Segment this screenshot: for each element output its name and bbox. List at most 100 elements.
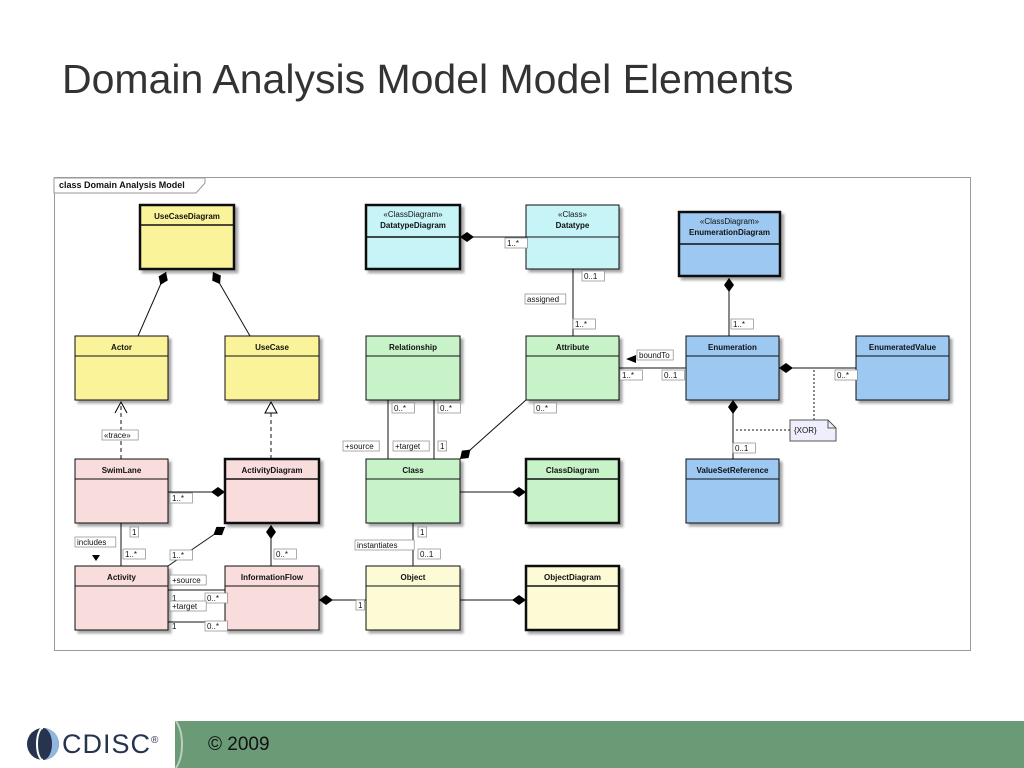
class-box <box>855 335 950 401</box>
label-end-mult: 0..1 <box>661 369 685 381</box>
class-class: Class <box>365 458 461 524</box>
label-text: 0..1 <box>420 550 434 559</box>
label-box <box>169 492 193 504</box>
class-name: EnumeratedValue <box>869 343 937 352</box>
line-activitydiagram-swimlane-diamond <box>211 487 225 497</box>
label-end-mult: 0..* <box>204 620 228 632</box>
label-label: assigned <box>524 293 567 305</box>
class-name: Relationship <box>389 343 437 352</box>
xor-note: {XOR} <box>789 419 837 442</box>
line-datatypediagram-datatype-diamond <box>460 232 474 242</box>
label-box <box>524 293 567 305</box>
label-text: 1 <box>172 594 177 603</box>
class-usecase: UseCase <box>224 335 320 401</box>
class-stereotype: «ClassDiagram» <box>700 217 760 226</box>
class-name: EnumerationDiagram <box>689 228 770 237</box>
label-box <box>204 592 228 604</box>
label-box <box>504 237 528 249</box>
class-name: Enumeration <box>708 343 757 352</box>
line-class-attribute-diamond <box>460 449 471 459</box>
class-name: DatatypeDiagram <box>380 221 446 230</box>
class-name: Object <box>401 573 426 582</box>
class-box <box>525 335 620 401</box>
line-classdiagram-class-diamond <box>512 487 526 497</box>
label-text: 1..* <box>125 550 137 559</box>
label-text: 1 <box>172 622 177 631</box>
class-box <box>524 564 621 632</box>
class-box <box>138 203 236 271</box>
line-enumeration-enumeratedvalue-diamond <box>779 363 793 373</box>
label-text: 0..* <box>207 594 219 603</box>
label-box <box>392 440 430 452</box>
class-name: Attribute <box>556 343 590 352</box>
label-end-mult: 1..* <box>169 549 193 561</box>
label-text: instantiates <box>357 541 397 550</box>
label-end-mult: 0..* <box>533 402 557 414</box>
label-box <box>122 548 146 560</box>
label-box <box>101 429 139 441</box>
class-box <box>685 335 780 401</box>
class-activitydiagram: ActivityDiagram <box>223 457 321 525</box>
label-text: 0..* <box>440 404 452 413</box>
class-name: ObjectDiagram <box>544 573 601 582</box>
label-text: 1 <box>440 442 445 451</box>
class-name: Class <box>402 466 424 475</box>
includes-direction-arrow <box>92 555 100 561</box>
class-datatype: «Class»Datatype <box>525 204 620 270</box>
label-start-mult: 1..* <box>619 369 643 381</box>
class-box <box>365 458 461 524</box>
line-object-informationflow-diamond <box>319 595 333 605</box>
class-name: SwimLane <box>102 466 142 475</box>
label-box <box>354 539 415 551</box>
class-informationflow: InformationFlow <box>224 565 320 631</box>
class-box <box>365 565 461 631</box>
class-stereotype: «ClassDiagram» <box>383 210 443 219</box>
line-enumeration-valuesetreference-diamond <box>728 400 738 414</box>
label-end-mult: 1..* <box>169 492 193 504</box>
label-end-mult: 0..* <box>834 369 858 381</box>
label-end-mult: 1..* <box>730 318 754 330</box>
label-box <box>834 369 858 381</box>
label-label: instantiates <box>354 539 415 551</box>
label-end-mult: 1 <box>355 599 365 611</box>
label-text: 0..* <box>207 622 219 631</box>
label-text: assigned <box>527 295 559 304</box>
label-text: 0..* <box>394 404 406 413</box>
label-end-mult: 1 <box>437 440 447 452</box>
class-box <box>224 565 320 631</box>
class-box <box>524 457 621 525</box>
label-text: 0..* <box>837 371 849 380</box>
label-text: 1..* <box>172 551 184 560</box>
label-end-mult: 1..* <box>572 318 596 330</box>
label-text: 1 <box>132 528 137 537</box>
class-usecasediagram: UseCaseDiagram <box>138 203 236 271</box>
label-text: boundTo <box>639 351 670 360</box>
class-activity: Activity <box>74 565 169 631</box>
class-name: Activity <box>107 573 136 582</box>
class-datatypediagram: «ClassDiagram» DatatypeDiagram <box>364 203 462 271</box>
label-box <box>169 574 207 586</box>
class-box <box>74 458 169 524</box>
cdisc-logo <box>27 727 59 761</box>
relationship-labels: «trace»1..*1includes1..*1..*0..*+source1… <box>74 237 858 632</box>
line-objectdiagram-object-diamond <box>512 595 526 605</box>
label-end-mult: 0..* <box>204 592 228 604</box>
label-text: 1..* <box>733 320 745 329</box>
class-swimlane: SwimLane <box>74 458 169 524</box>
label-text: «trace» <box>104 431 131 440</box>
class-box <box>224 335 320 401</box>
label-box <box>417 548 441 560</box>
label-role: +source <box>169 574 207 586</box>
line-usecasediagram-usecase-diamond <box>212 272 221 285</box>
copyright: © 2009 <box>208 734 270 755</box>
label-box <box>342 440 380 452</box>
label-text: 1..* <box>575 320 587 329</box>
class-enumeration: Enumeration <box>685 335 780 401</box>
label-label: includes <box>74 536 117 548</box>
class-name: ActivityDiagram <box>242 466 303 475</box>
label-text: 0..1 <box>735 444 749 453</box>
class-enumeratedvalue: EnumeratedValue <box>855 335 950 401</box>
class-box <box>74 335 169 401</box>
